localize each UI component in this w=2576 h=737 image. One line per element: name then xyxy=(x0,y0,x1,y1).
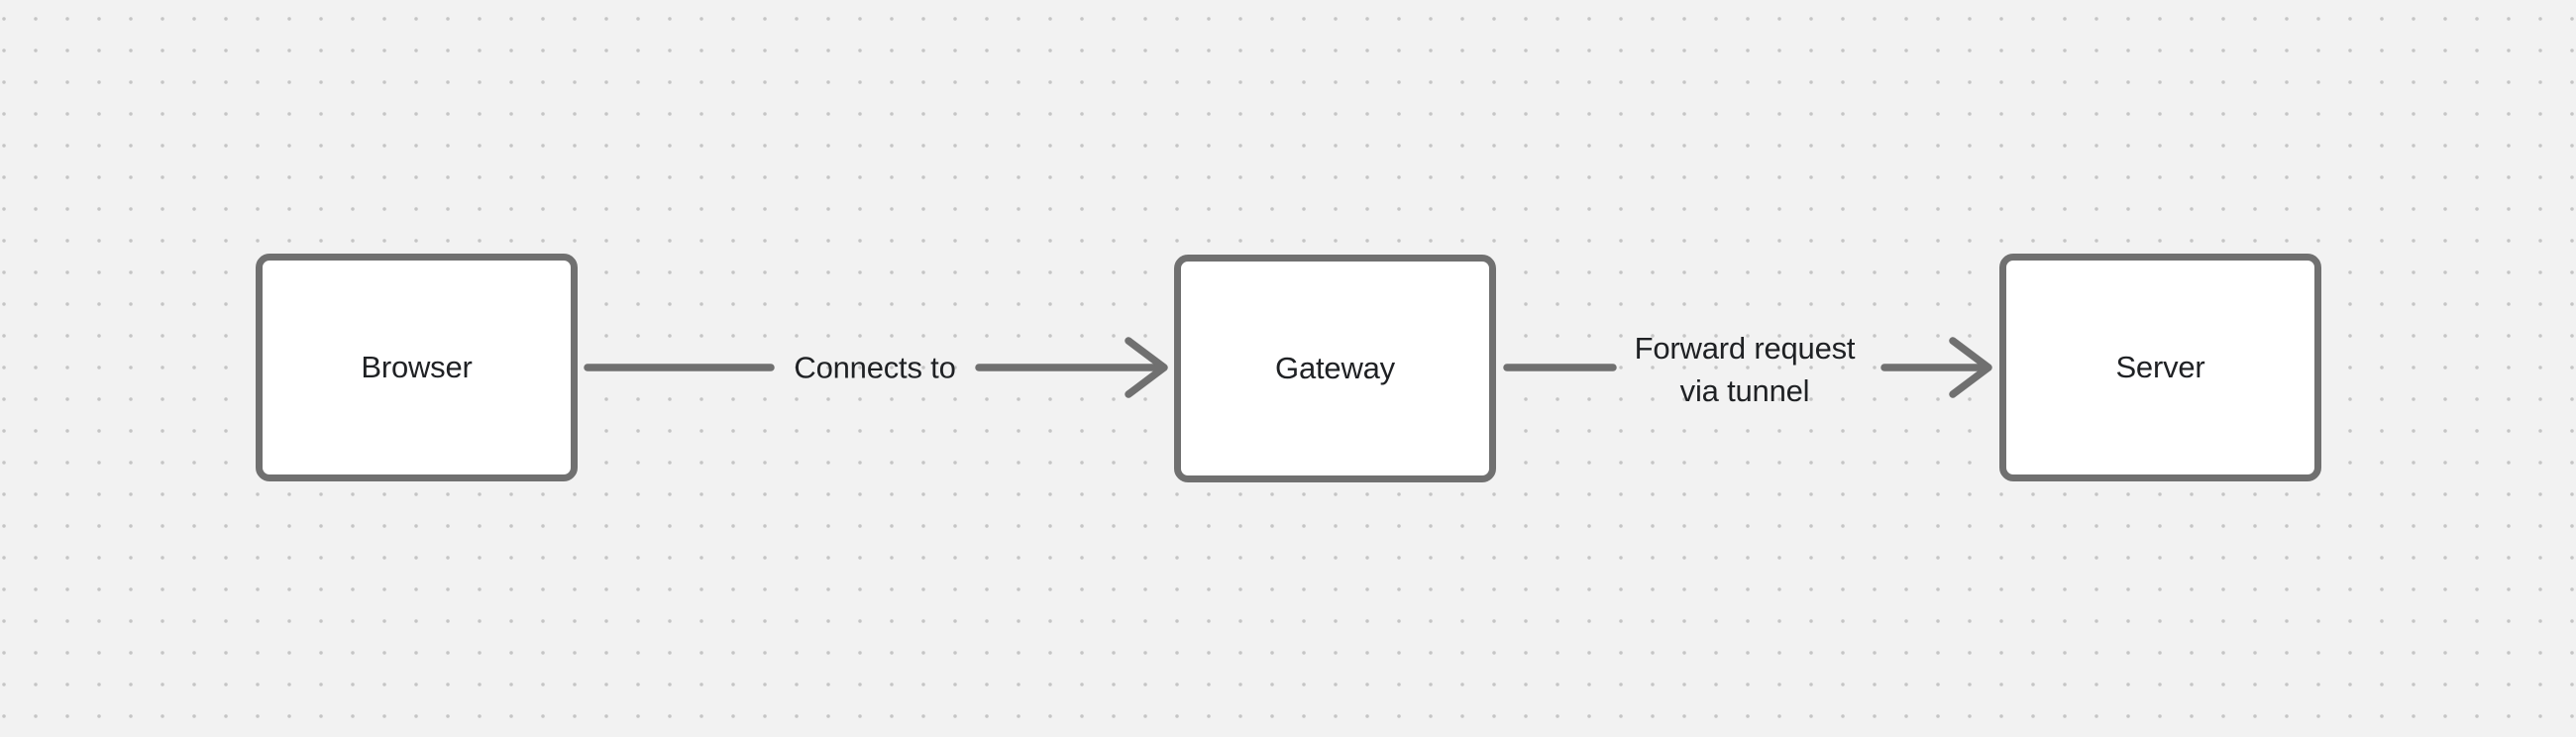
node-gateway-label: Gateway xyxy=(1275,351,1395,385)
node-server-label: Server xyxy=(2115,350,2205,384)
connector-browser-gateway[interactable] xyxy=(584,337,1168,398)
connector-label-connects-to[interactable]: Connects to xyxy=(794,347,955,389)
connector-label-line: via tunnel xyxy=(1679,373,1810,408)
connector-gateway-server[interactable] xyxy=(1503,337,1992,398)
arrowhead-chevron-icon xyxy=(1949,337,1992,398)
connector-label-line: Connects to xyxy=(794,350,956,385)
node-gateway[interactable]: Gateway xyxy=(1174,255,1496,482)
node-browser-label: Browser xyxy=(361,350,473,384)
arrowhead-chevron-icon xyxy=(1125,337,1168,398)
node-browser[interactable]: Browser xyxy=(256,254,578,481)
connector-label-forward-request[interactable]: Forward request via tunnel xyxy=(1635,327,1856,412)
connector-label-line: Forward request xyxy=(1634,331,1856,366)
node-server[interactable]: Server xyxy=(1999,254,2321,481)
